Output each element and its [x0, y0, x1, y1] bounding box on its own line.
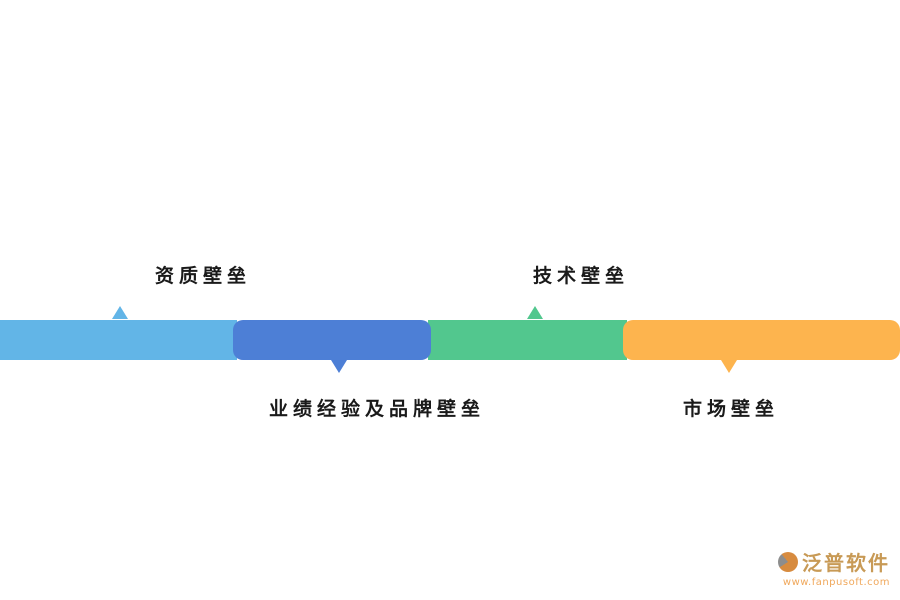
pointer-up-technology-icon: [527, 306, 543, 319]
segment-technology-barrier: [428, 320, 627, 360]
timeline-bar: [0, 320, 900, 360]
segment-qualification-barrier: [0, 320, 237, 360]
pointer-down-performance-icon: [331, 360, 347, 373]
watermark: 泛普软件 www.fanpusoft.com: [778, 547, 890, 588]
label-performance-brand-barrier: 业绩经验及品牌壁垒: [269, 398, 486, 420]
label-qualification-barrier: 资质壁垒: [155, 265, 252, 287]
pointer-up-qualification-icon: [112, 306, 128, 319]
watermark-brand-text: 泛普软件: [802, 551, 890, 575]
label-market-barrier: 市场壁垒: [683, 398, 780, 420]
watermark-url-text: www.fanpusoft.com: [782, 577, 890, 588]
segment-performance-brand-barrier: [233, 320, 431, 360]
pointer-down-market-icon: [721, 360, 737, 373]
fanpusoft-logo-icon: [778, 551, 798, 572]
label-technology-barrier: 技术壁垒: [533, 265, 630, 287]
segment-market-barrier: [623, 320, 900, 360]
